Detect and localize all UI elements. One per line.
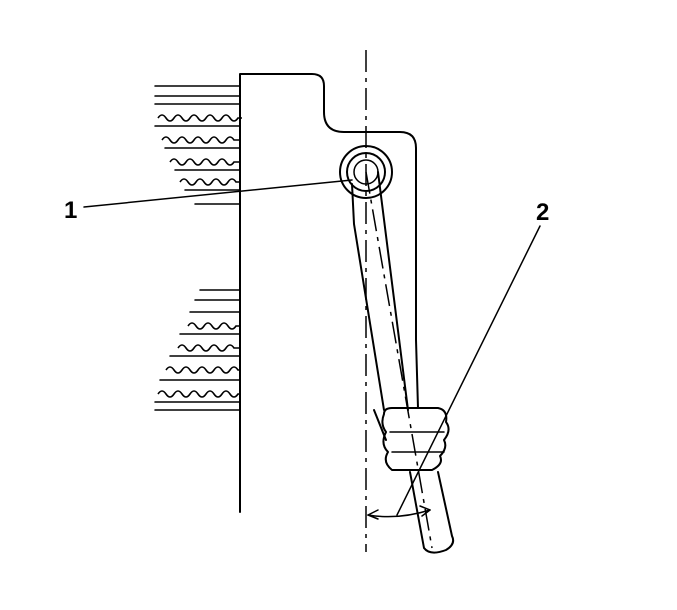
radiator-core — [154, 85, 242, 411]
radiator-fins-lower — [154, 289, 241, 411]
tilted-rod — [351, 171, 455, 554]
pivot-bushing — [339, 145, 393, 199]
angle-arc — [367, 509, 431, 518]
radiator-fins-upper — [154, 85, 242, 205]
callout-2: 2 — [536, 199, 549, 226]
tank-bracket — [239, 73, 419, 513]
callout-1: 1 — [64, 197, 77, 224]
angle-arrow-left — [367, 509, 379, 520]
angle-arrow-right — [419, 505, 431, 517]
leader-line-2 — [396, 225, 541, 516]
leader-line-1 — [83, 179, 353, 208]
